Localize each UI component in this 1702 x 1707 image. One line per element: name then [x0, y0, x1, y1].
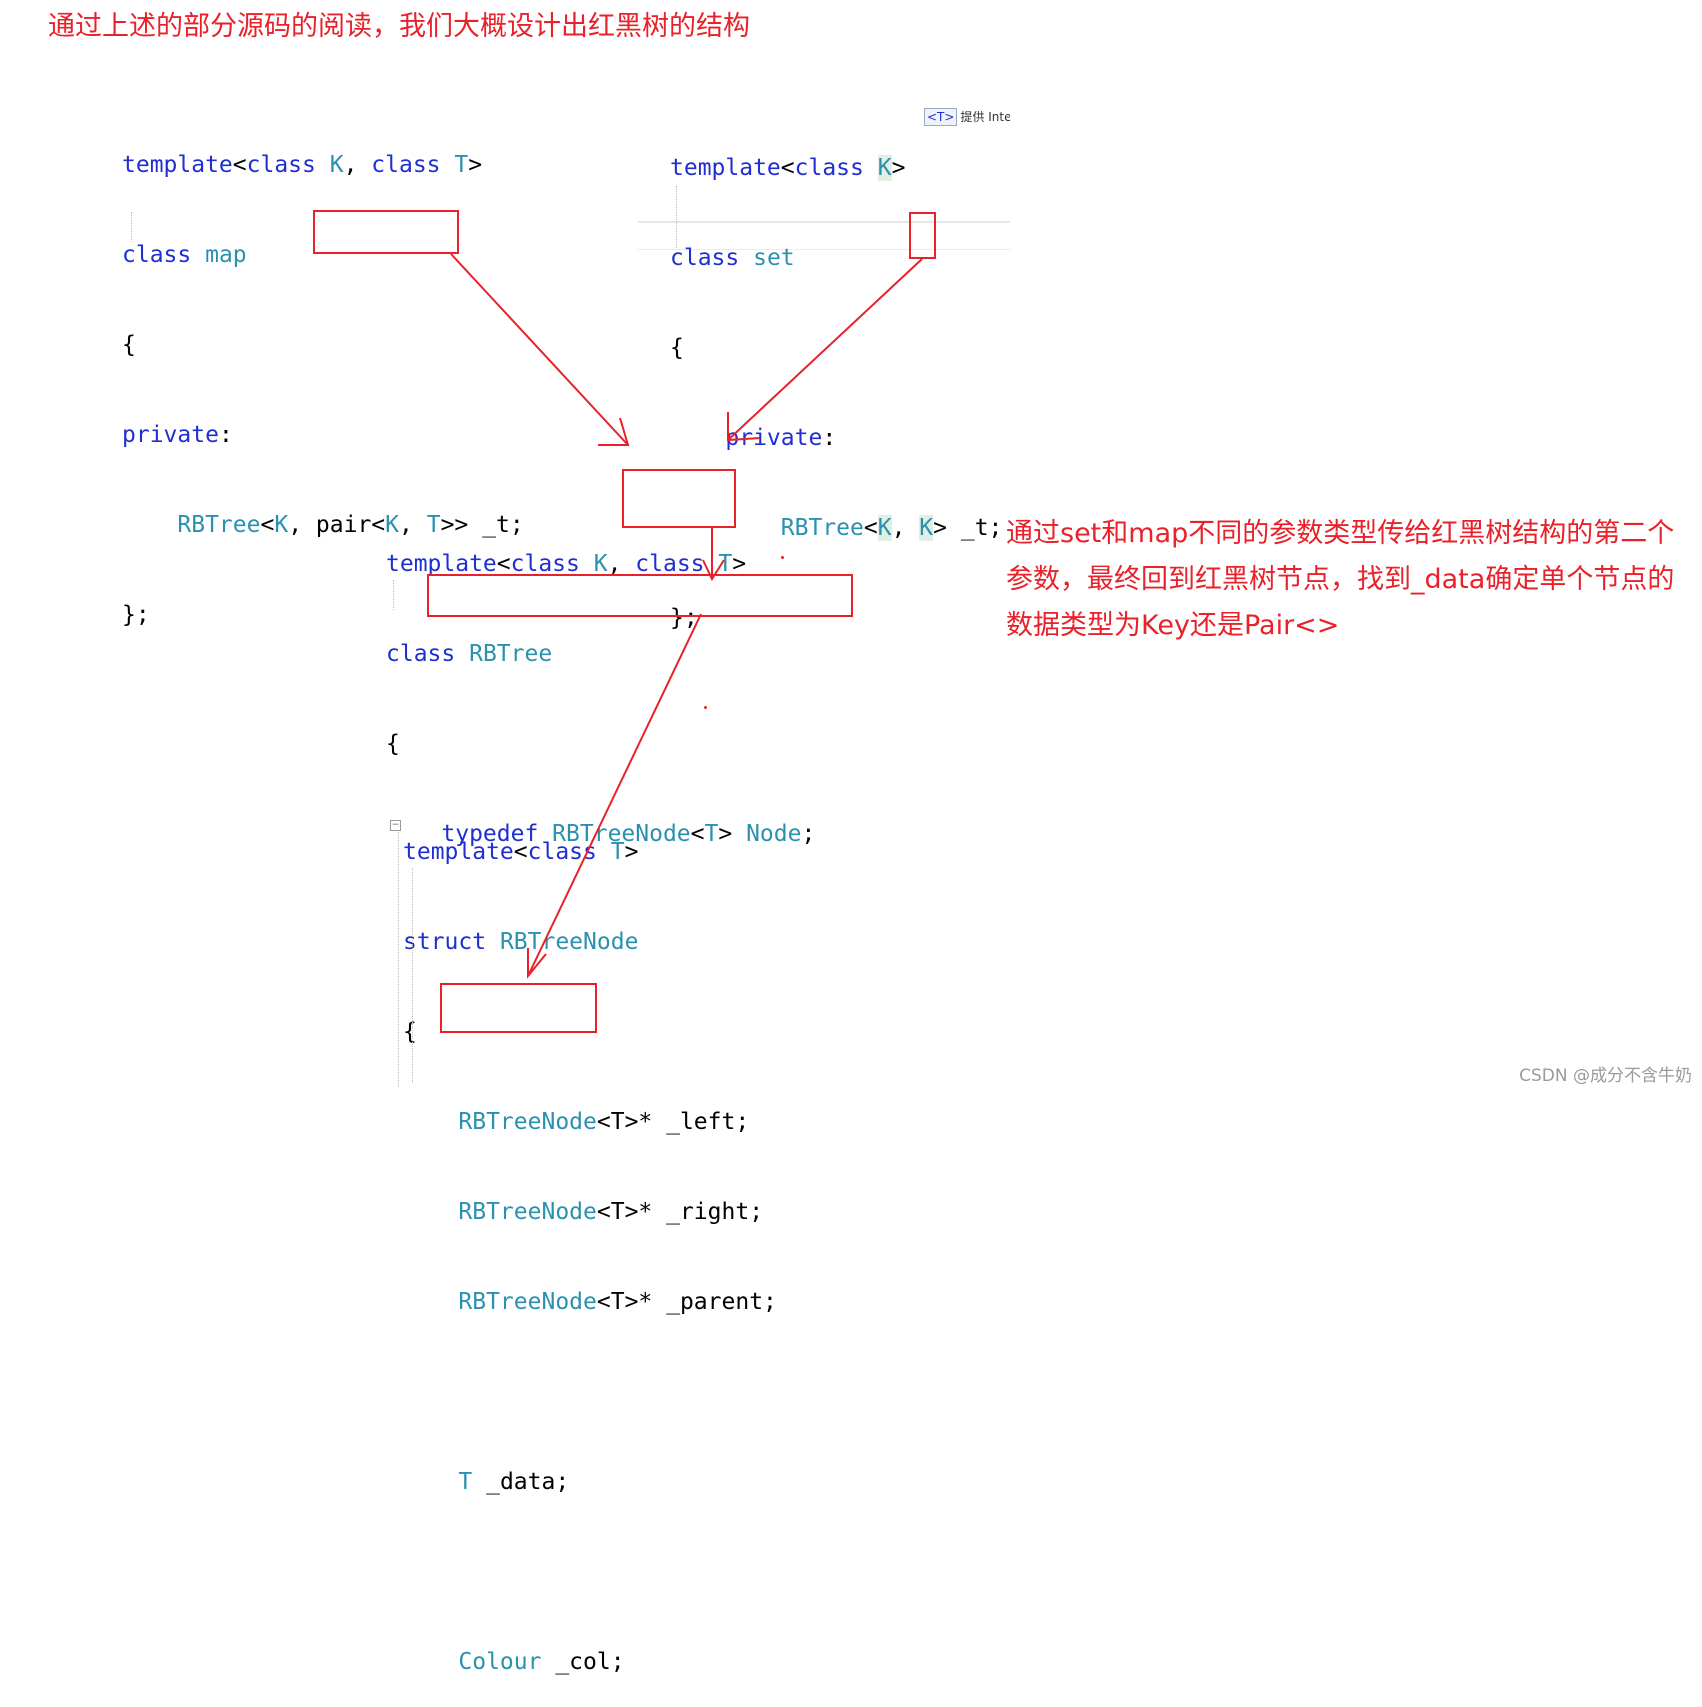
indent-guide	[398, 832, 399, 1087]
set-code-block: template<class K> class set { private: R…	[670, 93, 1002, 663]
code-line: class RBTree	[386, 641, 553, 667]
arrow-head	[727, 412, 761, 442]
code-line: template<class K>	[670, 155, 906, 181]
code-line: private:	[122, 422, 233, 448]
code-line: {	[403, 1019, 417, 1045]
fold-toggle-icon[interactable]: −	[390, 820, 401, 831]
highlight-box-typedef	[427, 574, 853, 617]
code-line: {	[386, 731, 400, 757]
map-code-block: template<class K, class T> class map { p…	[122, 90, 524, 660]
current-line-highlight-bottom	[638, 249, 1010, 250]
highlight-box-map-pair	[313, 210, 459, 254]
annotation-arrows	[450, 253, 923, 979]
code-line: {	[670, 335, 684, 361]
code-line: RBTreeNode<T>* _right;	[458, 1199, 764, 1225]
watermark: CSDN @成分不含牛奶	[1519, 1066, 1692, 1086]
code-line: RBTreeNode<T>* _left;	[458, 1109, 750, 1135]
code-line	[403, 1557, 777, 1587]
code-line: RBTreeNode<T>* _parent;	[458, 1289, 777, 1315]
type-param-tag: <T>	[924, 108, 958, 126]
code-line: template<class K, class T>	[122, 152, 483, 178]
arrow-head	[527, 948, 547, 979]
code-line: class set	[670, 245, 795, 271]
indent-guide	[412, 868, 413, 1083]
code-line: };	[122, 602, 150, 628]
code-line: private:	[725, 425, 837, 451]
code-line: };	[670, 605, 698, 631]
code-line: T _data;	[458, 1469, 570, 1495]
code-line: {	[122, 332, 136, 358]
code-line: RBTree<K, pair<K, T>> _t;	[177, 512, 524, 538]
page-title: 通过上述的部分源码的阅读，我们大概设计出红黑树的结构	[48, 11, 750, 42]
code-line: Colour _col;	[458, 1649, 625, 1675]
explanation-note: 通过set和map不同的参数类型传给红黑树结构的第二个参数，最终回到红黑树节点，…	[1006, 518, 1675, 641]
arrow-head	[598, 417, 630, 446]
indent-guide	[393, 580, 394, 610]
indent-guide	[131, 212, 132, 242]
rbtree-code-block: template<class K, class T> class RBTree …	[386, 489, 815, 879]
code-line: class map	[122, 242, 247, 268]
code-line: RBTree<K, K> _t;	[780, 515, 1003, 541]
intellisense-tooltip: <T>提供 Inte	[924, 106, 1010, 128]
code-line: template<class T>	[403, 839, 639, 865]
code-line: template<class K, class T>	[386, 551, 747, 577]
stray-mark	[704, 706, 707, 709]
code-line: struct RBTreeNode	[403, 929, 639, 955]
code-line	[403, 1377, 777, 1407]
arrow-typedef-to-data	[527, 613, 702, 977]
highlight-box-data	[440, 983, 597, 1033]
current-line-highlight	[638, 221, 1010, 223]
arrow-head	[702, 559, 725, 582]
highlight-box-set-key	[909, 212, 936, 259]
stray-mark	[781, 556, 784, 559]
indent-guide	[676, 186, 677, 248]
arrow-map-to-rbtree	[450, 253, 629, 446]
highlight-box-rbtree-class-t	[622, 469, 736, 528]
code-line: typedef RBTreeNode<T> Node;	[441, 821, 816, 847]
arrow-set-to-rbtree	[727, 258, 923, 441]
